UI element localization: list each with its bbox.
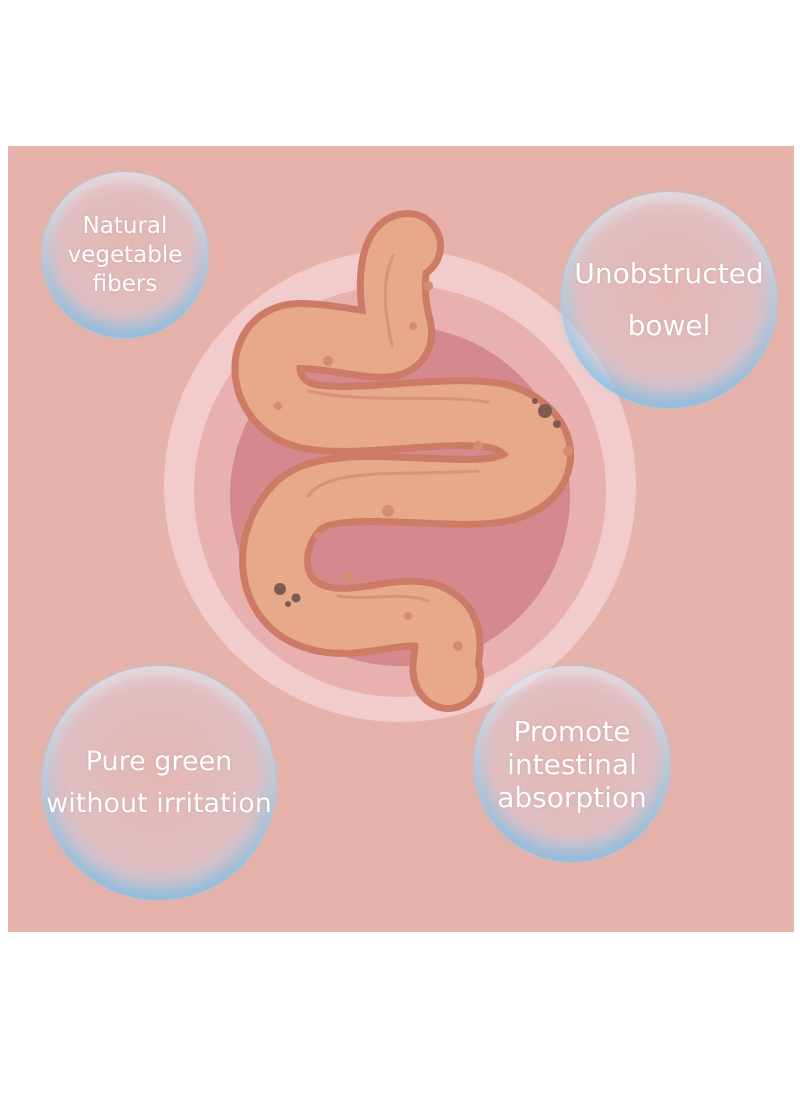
bubble-intestinal-absorption: Promote intestinal absorption [474,666,670,862]
product-illustration-panel: Natural vegetable fibers Unobstructed bo… [8,146,794,932]
bubble-text-line: without irritation [46,788,272,819]
intestine [231,210,574,712]
bubble-unobstructed-bowel: Unobstructed bowel [561,192,777,408]
bubble-natural-fibers: Natural vegetable fibers [42,172,208,338]
bubble-text-line: absorption [497,780,647,814]
bubble-text-line: fibers [92,270,158,297]
bubble-text-line: intestinal [507,747,637,781]
bubble-text-line: vegetable [67,241,183,268]
bubble-text-line: bowel [627,309,711,342]
intestine-spots [274,281,573,651]
bubble-text-line: Unobstructed [574,257,764,290]
bubble-text-line: Pure green [85,746,233,777]
bubble-text-line: Natural [82,212,168,239]
bubble-pure-green: Pure green without irritation [42,666,276,900]
bubble-text-line: Promote [513,714,631,748]
